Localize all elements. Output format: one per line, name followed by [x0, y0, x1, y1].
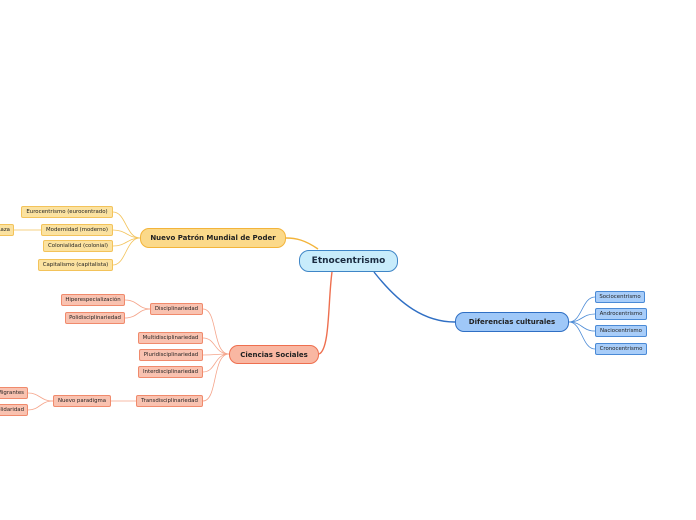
- connector-diferencias-cronocentrismo: [568, 321, 596, 350]
- connector-patron-capitalismo: [112, 237, 141, 266]
- node-polidisciplinariedad[interactable]: Polidisciplinariedad: [65, 312, 125, 324]
- node-androcentrismo[interactable]: Androcentrismo: [595, 308, 647, 320]
- connector-ciencias-interdisciplinariedad: [202, 353, 230, 373]
- connector-ciencias-multidisciplinariedad: [202, 337, 230, 355]
- node-disciplinariedad[interactable]: Disciplinariedad: [150, 303, 203, 315]
- node-migrantes[interactable]: Migrantes: [0, 387, 28, 399]
- connector-paradigma-solidaridad: [27, 400, 54, 411]
- connector-root-patron: [285, 237, 319, 250]
- node-transdisciplinariedad[interactable]: Transdisciplinariedad: [136, 395, 203, 407]
- node-nuevo-paradigma[interactable]: Nuevo paradigma: [53, 395, 111, 407]
- connector-disciplinariedad-hiperespecializacion: [124, 299, 151, 310]
- node-solidaridad[interactable]: Solidaridad: [0, 404, 28, 416]
- node-pluridisciplinariedad[interactable]: Pluridisciplinariedad: [139, 349, 203, 361]
- node-hiperespecializacion[interactable]: Hiperespecialización: [61, 294, 125, 306]
- connector-diferencias-sociocentrismo: [568, 296, 596, 323]
- branch-nuevo-patron-mundial[interactable]: Nuevo Patrón Mundial de Poder: [140, 228, 286, 248]
- connector-patron-modernidad: [112, 229, 141, 239]
- node-multidisciplinariedad[interactable]: Multidisciplinariedad: [138, 332, 203, 344]
- connector-ciencias-disciplinariedad: [202, 308, 230, 355]
- node-interdisciplinariedad[interactable]: Interdisciplinariedad: [138, 366, 203, 378]
- connector-disciplinariedad-polidisciplinariedad: [124, 308, 151, 319]
- root-node-etnocentrismo[interactable]: Etnocentrismo: [299, 250, 398, 272]
- connector-paradigma-migrantes: [27, 392, 54, 402]
- node-modernidad[interactable]: Modernidad (moderno): [41, 224, 113, 236]
- node-naciocentrismo[interactable]: Naciocentrismo: [595, 325, 647, 337]
- node-colonialidad[interactable]: Colonialidad (colonial): [43, 240, 113, 252]
- connector-root-ciencias: [318, 271, 333, 355]
- connector-ciencias-transdisciplinariedad: [202, 353, 230, 402]
- connector-diferencias-androcentrismo: [568, 313, 596, 323]
- node-raza[interactable]: Raza: [0, 224, 14, 236]
- branch-ciencias-sociales[interactable]: Ciencias Sociales: [229, 345, 319, 364]
- branch-diferencias-culturales[interactable]: Diferencias culturales: [455, 312, 569, 332]
- connector-patron-eurocentrismo: [112, 211, 141, 239]
- node-eurocentrismo[interactable]: Eurocentrismo (eurocentrado): [21, 206, 113, 218]
- connector-root-diferencias: [373, 271, 456, 323]
- node-cronocentrismo[interactable]: Cronocentrismo: [595, 343, 647, 355]
- node-capitalismo[interactable]: Capitalismo (capitalista): [38, 259, 113, 271]
- node-sociocentrismo[interactable]: Sociocentrismo: [595, 291, 645, 303]
